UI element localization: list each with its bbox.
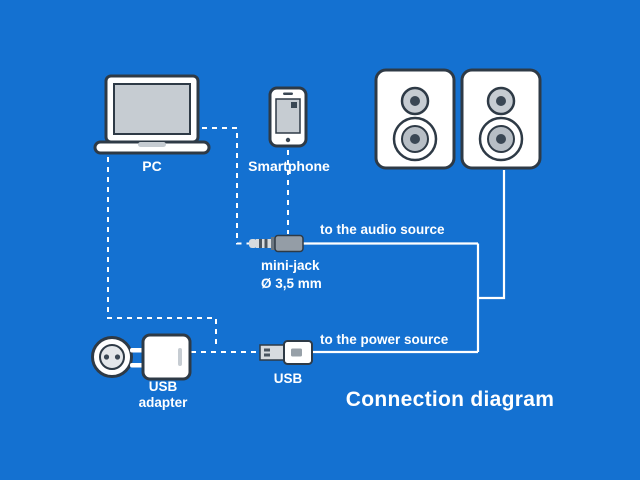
- pc-power-dashed-line: [107, 157, 217, 349]
- usb-adapter-label-line1: USB: [148, 379, 178, 394]
- smartphone-label: Smartphone: [248, 158, 330, 174]
- power-source-label: to the power source: [320, 332, 449, 347]
- speaker-left-icon: [374, 68, 456, 170]
- usb-plug-icon: [259, 340, 313, 365]
- audio-source-label: to the audio source: [320, 222, 445, 237]
- minijack-size-label: Ø 3,5 mm: [261, 276, 322, 291]
- diagram-title: Connection diagram: [345, 388, 555, 411]
- pc-label: PC: [142, 158, 162, 174]
- speaker-right-icon: [460, 68, 542, 170]
- smartphone-icon: [268, 86, 308, 148]
- usb-adapter-label-line2: adapter: [138, 395, 188, 410]
- laptop-icon: [93, 74, 211, 155]
- mini-jack-icon: [249, 234, 304, 253]
- wall-socket-icon: [91, 336, 133, 378]
- usb-adapter-icon: [130, 333, 192, 381]
- pc-audio-dashed-line: [202, 127, 249, 245]
- usb-label: USB: [273, 371, 303, 386]
- audio-cable-line: [302, 170, 506, 352]
- minijack-name-label: mini-jack: [261, 258, 320, 273]
